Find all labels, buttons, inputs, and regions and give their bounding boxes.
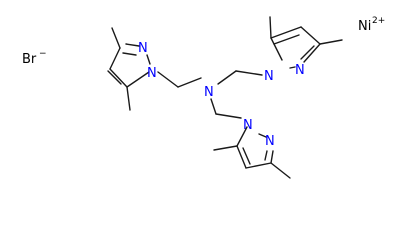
- pyrazole-ring-right: [269, 16, 343, 69]
- bond-double-inner: [300, 45, 315, 60]
- bond: [157, 71, 179, 88]
- bond: [146, 54, 151, 65]
- bond: [270, 150, 274, 164]
- bond-double-inner: [122, 52, 137, 56]
- bromide-charge: −: [39, 49, 47, 59]
- pyrazole-ring-left: [107, 27, 202, 111]
- bond: [210, 98, 217, 115]
- bond: [289, 66, 296, 69]
- methyl-bond: [319, 39, 343, 45]
- methyl-bond: [213, 145, 238, 151]
- methyl-bond: [269, 16, 272, 39]
- bond-double-inner: [242, 147, 251, 165]
- atom-n2-left: N: [138, 41, 148, 56]
- bond: [235, 70, 263, 76]
- nickel-charge: 2+: [372, 16, 385, 26]
- atom-n1-right: N: [264, 69, 274, 84]
- bond: [217, 70, 237, 85]
- molecule-canvas: N N N N N N N Br − Ni 2+: [22, 16, 385, 179]
- methyl-bond: [126, 86, 131, 111]
- nickel-symbol: Ni: [358, 19, 371, 34]
- atom-n2-bottom: N: [265, 134, 275, 149]
- bond-double-inner: [264, 150, 268, 161]
- amine-arms: [210, 70, 263, 119]
- bond: [236, 145, 247, 169]
- pyrazole-ring-bottom: [213, 126, 291, 179]
- bond: [125, 43, 140, 47]
- bond: [236, 126, 248, 147]
- bromide-symbol: Br: [22, 52, 37, 67]
- bond: [303, 43, 321, 63]
- bond: [270, 37, 283, 61]
- bond: [109, 68, 128, 88]
- bond: [245, 162, 272, 169]
- bond: [270, 26, 302, 39]
- bond-double-inner: [273, 34, 300, 45]
- methyl-bond: [270, 162, 291, 179]
- bond-double-inner: [107, 70, 122, 85]
- structure-diagram: N N N N N N N Br − Ni 2+: [22, 16, 385, 179]
- bond: [258, 133, 267, 138]
- bond: [300, 26, 321, 45]
- bond: [215, 113, 242, 119]
- methyl-bond: [111, 27, 121, 49]
- bromide-ion: Br −: [22, 49, 47, 67]
- atom-n1-bottom: N: [243, 118, 253, 133]
- atom-n-amine: N: [204, 85, 214, 100]
- nickel-ion: Ni 2+: [358, 16, 385, 34]
- atom-n1-left: N: [147, 66, 157, 81]
- bond: [177, 77, 202, 88]
- bond: [126, 71, 150, 88]
- bond: [109, 47, 121, 70]
- atom-n2-right: N: [295, 63, 305, 78]
